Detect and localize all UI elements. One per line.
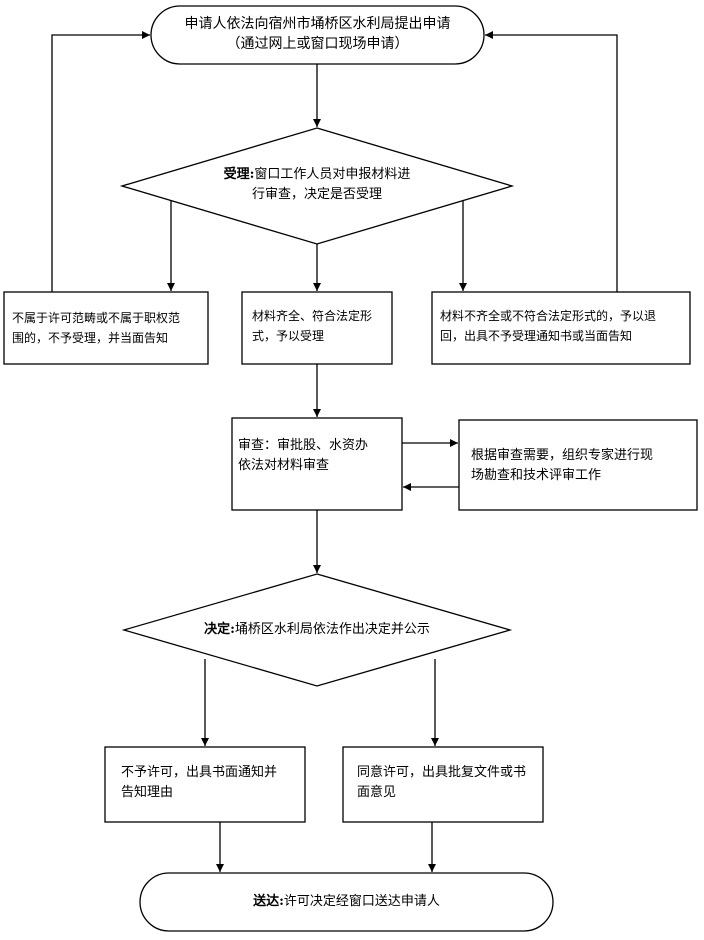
denied-box	[104, 746, 306, 823]
accepted-line1: 材料齐全、符合法定形	[252, 309, 373, 323]
arrow-out-of-scope-loop	[51, 31, 150, 292]
delivery-terminal	[139, 872, 554, 932]
returned-line2: 回，出具不予受理通知书或当面告知	[440, 329, 633, 343]
approved-line2: 面意见	[357, 785, 397, 800]
arrow-returned-loop	[485, 31, 618, 292]
out-of-scope-line2: 围的，不予受理，并当面告知	[12, 331, 169, 345]
returned-box	[431, 291, 691, 365]
final-decision-body: 埇桥区水利局依法作出决定并公示	[234, 622, 430, 637]
out-of-scope-box	[3, 291, 209, 365]
denied-line2: 告知理由	[121, 785, 174, 800]
returned-text: 材料不齐全或不符合法定形式的，予以退 回，出具不予受理通知书或当面告知	[440, 306, 690, 346]
start-text: 申请人依法向宿州市埇桥区水利局提出申请 （通过网上或窗口现场申请）	[151, 14, 484, 54]
expert-box	[458, 419, 698, 511]
denied-text: 不予许可，出具书面通知并 告知理由	[121, 763, 305, 803]
delivery-text: 送达:许可决定经窗口送达申请人	[140, 892, 553, 912]
accept-decision-label: 受理:	[223, 167, 255, 182]
returned-line1: 材料不齐全或不符合法定形式的，予以退	[440, 309, 657, 323]
final-decision-diamond	[121, 573, 513, 687]
accept-decision-line1: 窗口工作人员对申报材料进	[254, 167, 411, 182]
approved-box	[342, 746, 544, 823]
review-line2: 依法对材料审查	[238, 458, 330, 473]
final-decision-text: 决定:埇桥区水利局依法作出决定并公示	[160, 620, 474, 640]
review-text: 审查：审批股、水资办 依法对材料审查	[238, 436, 402, 476]
start-line2: （通过网上或窗口现场申请）	[226, 36, 409, 52]
accept-decision-line2: 行审查，决定是否受理	[251, 187, 382, 202]
review-line1: 审查：审批股、水资办	[238, 438, 369, 453]
expert-line2: 场勘查和技术评审工作	[471, 468, 602, 483]
accepted-box	[241, 291, 393, 365]
approved-line1: 同意许可，出具批复文件或书	[357, 765, 527, 780]
delivery-body: 许可决定经窗口送达申请人	[283, 894, 440, 909]
accept-decision-text: 受理:窗口工作人员对申报材料进 行审查，决定是否受理	[192, 165, 442, 205]
expert-line1: 根据审查需要，组织专家进行现	[471, 448, 654, 463]
out-of-scope-line1: 不属于许可范畴或不属于职权范	[12, 311, 181, 325]
expert-text: 根据审查需要，组织专家进行现 场勘查和技术评审工作	[471, 446, 697, 486]
accepted-text: 材料齐全、符合法定形 式，予以受理	[252, 306, 392, 346]
final-decision-label: 决定:	[204, 622, 235, 637]
accepted-line2: 式，予以受理	[252, 329, 325, 343]
start-line1: 申请人依法向宿州市埇桥区水利局提出申请	[184, 16, 451, 32]
denied-line1: 不予许可，出具书面通知并	[121, 765, 278, 780]
out-of-scope-text: 不属于许可范畴或不属于职权范 围的，不予受理，并当面告知	[12, 308, 208, 348]
delivery-label: 送达:	[253, 894, 284, 909]
approved-text: 同意许可，出具批复文件或书 面意见	[357, 763, 543, 803]
